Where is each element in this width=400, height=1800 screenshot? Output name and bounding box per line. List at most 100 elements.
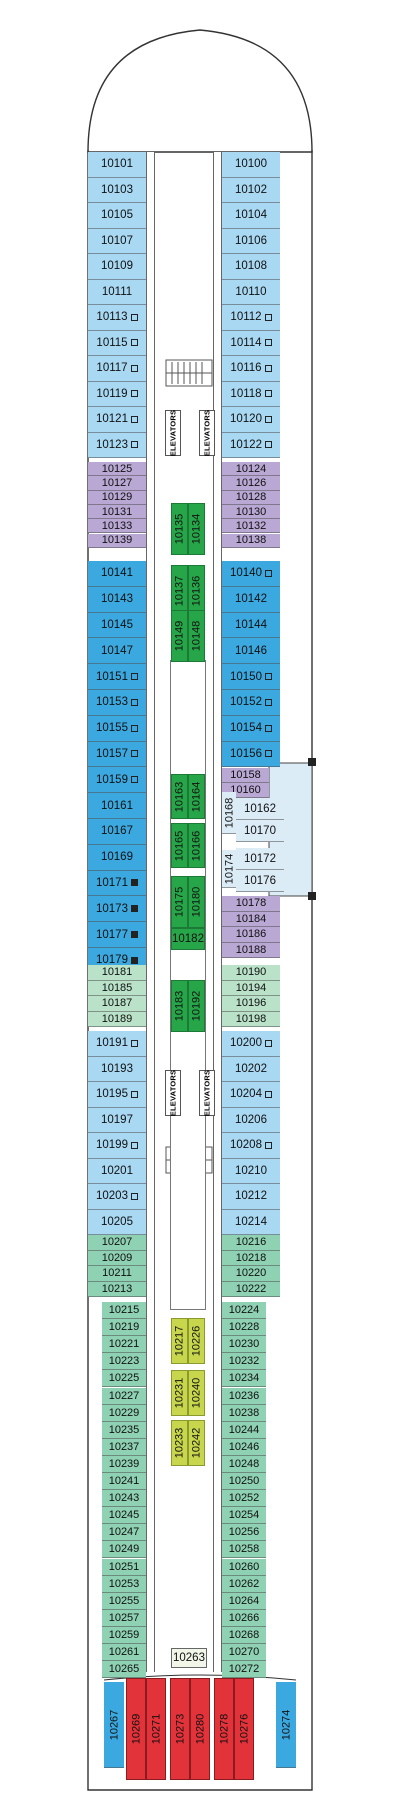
cabin-10195[interactable]: 10195: [88, 1082, 146, 1108]
cabin-10206[interactable]: 10206: [222, 1107, 280, 1133]
cabin-10267[interactable]: 10267: [104, 1682, 124, 1768]
cabin-10155[interactable]: 10155: [88, 715, 146, 742]
cabin-10111[interactable]: 10111: [88, 279, 146, 305]
cabin-10132[interactable]: 10132: [222, 519, 280, 534]
cabin-10207[interactable]: 10207: [88, 1235, 146, 1251]
cabin-10232[interactable]: 10232: [222, 1353, 266, 1371]
cabin-10194[interactable]: 10194: [222, 980, 280, 996]
cabin-10204[interactable]: 10204: [222, 1082, 280, 1108]
cabin-10245[interactable]: 10245: [102, 1507, 146, 1525]
cabin-10180[interactable]: 10180: [188, 876, 205, 928]
cabin-10258[interactable]: 10258: [222, 1541, 266, 1559]
cabin-10226[interactable]: 10226: [188, 1318, 205, 1364]
cabin-10199[interactable]: 10199: [88, 1133, 146, 1159]
cabin-10200[interactable]: 10200: [222, 1031, 280, 1057]
cabin-10139[interactable]: 10139: [88, 533, 146, 548]
cabin-10238[interactable]: 10238: [222, 1404, 266, 1422]
cabin-10209[interactable]: 10209: [88, 1250, 146, 1266]
cabin-10212[interactable]: 10212: [222, 1184, 280, 1210]
cabin-10265[interactable]: 10265: [102, 1661, 146, 1679]
cabin-10197[interactable]: 10197: [88, 1107, 146, 1133]
cabin-10247[interactable]: 10247: [102, 1524, 146, 1542]
cabin-10213[interactable]: 10213: [88, 1281, 146, 1297]
cabin-10171[interactable]: 10171: [88, 870, 146, 897]
cabin-10272[interactable]: 10272: [222, 1661, 266, 1679]
cabin-10166[interactable]: 10166: [188, 823, 205, 868]
cabin-10222[interactable]: 10222: [222, 1281, 280, 1297]
cabin-10192[interactable]: 10192: [188, 980, 205, 1032]
cabin-10124[interactable]: 10124: [222, 462, 280, 477]
cabin-10210[interactable]: 10210: [222, 1158, 280, 1184]
cabin-10112[interactable]: 10112: [222, 305, 280, 331]
cabin-10219[interactable]: 10219: [102, 1319, 146, 1337]
cabin-10239[interactable]: 10239: [102, 1455, 146, 1473]
cabin-10149[interactable]: 10149: [171, 610, 188, 662]
cabin-10191[interactable]: 10191: [88, 1031, 146, 1057]
cabin-10101[interactable]: 10101: [88, 152, 146, 178]
cabin-10216[interactable]: 10216: [222, 1235, 280, 1251]
cabin-10202[interactable]: 10202: [222, 1056, 280, 1082]
cabin-10256[interactable]: 10256: [222, 1524, 266, 1542]
cabin-10177[interactable]: 10177: [88, 922, 146, 948]
cabin-10268[interactable]: 10268: [222, 1626, 266, 1644]
cabin-10150[interactable]: 10150: [222, 664, 280, 690]
cabin-10106[interactable]: 10106: [222, 228, 280, 254]
cabin-10134[interactable]: 10134: [188, 503, 205, 555]
cabin-10252[interactable]: 10252: [222, 1490, 266, 1508]
cabin-10229[interactable]: 10229: [102, 1404, 146, 1422]
cabin-10183[interactable]: 10183: [171, 980, 188, 1032]
cabin-10152[interactable]: 10152: [222, 690, 280, 716]
cabin-10144[interactable]: 10144: [222, 612, 280, 639]
cabin-10244[interactable]: 10244: [222, 1421, 266, 1439]
cabin-10223[interactable]: 10223: [102, 1353, 146, 1371]
cabin-10164[interactable]: 10164: [188, 774, 205, 819]
cabin-10108[interactable]: 10108: [222, 254, 280, 280]
cabin-10128[interactable]: 10128: [222, 490, 280, 505]
cabin-10184[interactable]: 10184: [222, 911, 280, 927]
cabin-10220[interactable]: 10220: [222, 1266, 280, 1282]
cabin-10145[interactable]: 10145: [88, 612, 146, 639]
cabin-10135[interactable]: 10135: [171, 503, 188, 555]
cabin-10185[interactable]: 10185: [88, 980, 146, 996]
cabin-10133[interactable]: 10133: [88, 519, 146, 534]
cabin-10189[interactable]: 10189: [88, 1011, 146, 1027]
cabin-10251[interactable]: 10251: [102, 1558, 146, 1576]
cabin-10234[interactable]: 10234: [222, 1370, 266, 1388]
cabin-10100[interactable]: 10100: [222, 152, 280, 178]
cabin-10153[interactable]: 10153: [88, 690, 146, 716]
cabin-10174[interactable]: 10174: [222, 850, 236, 888]
cabin-10140[interactable]: 10140: [222, 561, 280, 587]
cabin-10173[interactable]: 10173: [88, 896, 146, 923]
cabin-10235[interactable]: 10235: [102, 1421, 146, 1439]
cabin-10243[interactable]: 10243: [102, 1490, 146, 1508]
cabin-10203[interactable]: 10203: [88, 1184, 146, 1210]
cabin-10146[interactable]: 10146: [222, 638, 280, 665]
cabin-10109[interactable]: 10109: [88, 254, 146, 280]
cabin-10225[interactable]: 10225: [102, 1370, 146, 1388]
cabin-10201[interactable]: 10201: [88, 1158, 146, 1184]
cabin-10156[interactable]: 10156: [222, 741, 280, 768]
cabin-10270[interactable]: 10270: [222, 1644, 266, 1662]
cabin-10254[interactable]: 10254: [222, 1507, 266, 1525]
cabin-10154[interactable]: 10154: [222, 715, 280, 742]
cabin-10114[interactable]: 10114: [222, 330, 280, 356]
cabin-10118[interactable]: 10118: [222, 381, 280, 407]
cabin-10250[interactable]: 10250: [222, 1473, 266, 1491]
cabin-10261[interactable]: 10261: [102, 1644, 146, 1662]
cabin-10182[interactable]: 10182: [171, 928, 205, 950]
cabin-10162[interactable]: 10162: [236, 798, 284, 820]
cabin-10181[interactable]: 10181: [88, 965, 146, 981]
cabin-10147[interactable]: 10147: [88, 638, 146, 665]
cabin-10208[interactable]: 10208: [222, 1133, 280, 1159]
cabin-10138[interactable]: 10138: [222, 533, 280, 548]
cabin-10123[interactable]: 10123: [88, 432, 146, 458]
cabin-10271[interactable]: 10271: [146, 1678, 166, 1780]
cabin-10237[interactable]: 10237: [102, 1438, 146, 1456]
cabin-10228[interactable]: 10228: [222, 1319, 266, 1337]
cabin-10121[interactable]: 10121: [88, 407, 146, 433]
cabin-10178[interactable]: 10178: [222, 896, 280, 912]
cabin-10263[interactable]: 10263: [171, 1648, 207, 1668]
cabin-10253[interactable]: 10253: [102, 1575, 146, 1593]
cabin-10142[interactable]: 10142: [222, 586, 280, 613]
cabin-10273[interactable]: 10273: [170, 1678, 190, 1780]
